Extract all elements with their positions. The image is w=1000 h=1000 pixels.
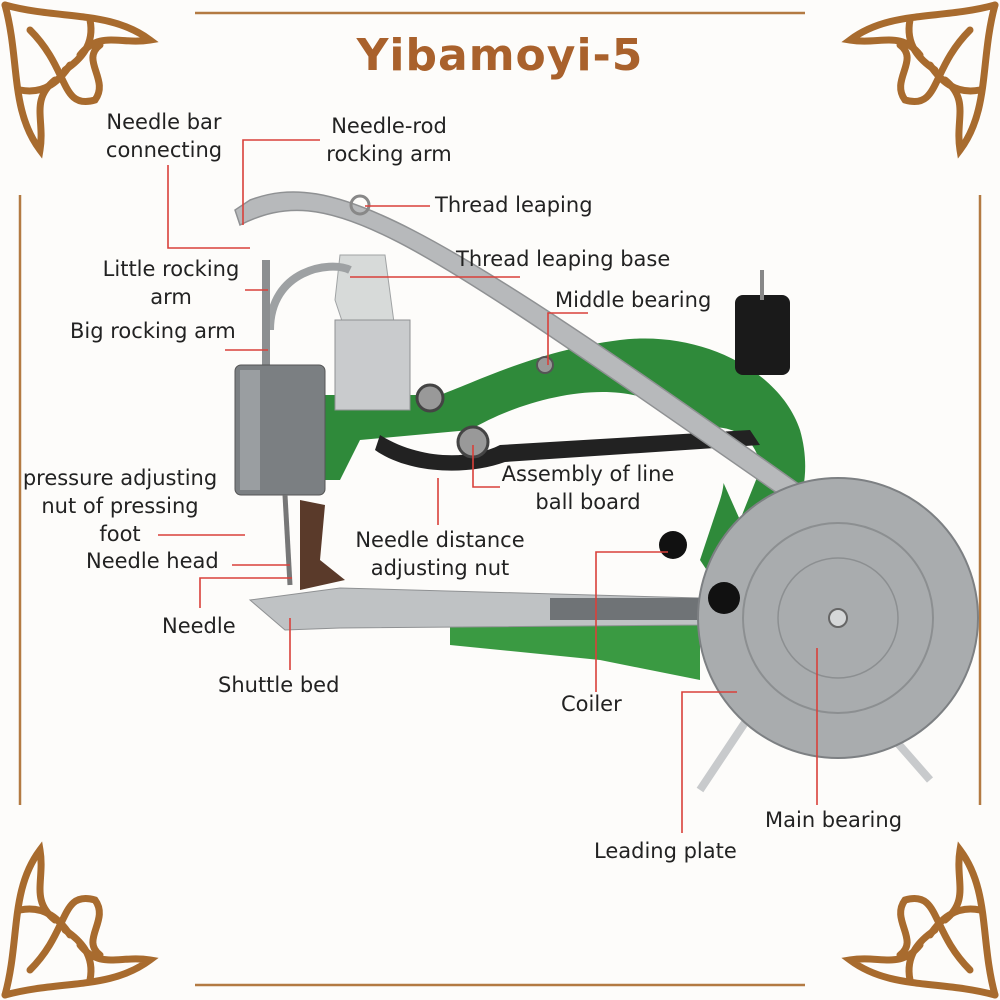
label-thread-leaping-base: Thread leaping base [456,247,671,271]
label-leading-plate: Leading plate [594,839,737,863]
machine-belt [375,430,760,471]
coiler-knob [659,531,687,559]
label-little-rocking-arm: Little rocking arm [102,257,240,309]
label-needle-head: Needle head [86,549,219,573]
page-title: Yibamoyi-5 [356,30,644,81]
decorative-frame [18,11,982,987]
corner-ornament-top-right [841,1,999,159]
needle-bar [262,260,270,370]
leader-lines [158,139,818,833]
label-big-rocking-arm: Big rocking arm [70,319,236,343]
leader-assembly-line-ball [472,445,500,488]
label-needle-distance-nut: Needle distance adjusting nut [355,528,525,580]
label-middle-bearing: Middle bearing [555,288,712,312]
label-thread-leaping: Thread leaping [435,193,593,217]
label-assembly-line-ball-board: Assembly of line ball board [501,462,675,514]
corner-ornament-bottom-right [841,841,999,999]
leader-needle-rod-rocking-arm [242,139,320,225]
corner-ornament-bottom-left [1,841,159,999]
presser-foot [300,500,345,590]
leader-needle-bar-connecting [167,165,250,249]
bracket-plate [334,319,411,411]
label-pressure-adjusting-nut: pressure adjusting nut of pressing foot [22,466,218,546]
sewing-machine-illustration [234,191,979,793]
needle-rod [282,494,293,586]
label-needle-bar-connecting: Needle bar connecting [105,110,223,162]
label-shuttle-bed: Shuttle bed [218,673,340,697]
label-needle: Needle [162,614,236,638]
main-wheel [697,477,979,759]
thread-spool [735,295,790,375]
leader-leading-plate [681,691,737,833]
label-coiler: Coiler [561,692,622,716]
leader-middle-bearing [547,312,588,365]
leader-coiler [595,551,668,692]
corner-ornament-top-left [1,1,159,159]
leader-needle [199,577,292,608]
label-main-bearing: Main bearing [765,808,903,832]
label-needle-rod-rocking-arm: Needle-rod rocking arm [326,114,452,166]
machine-green-base [450,620,700,680]
